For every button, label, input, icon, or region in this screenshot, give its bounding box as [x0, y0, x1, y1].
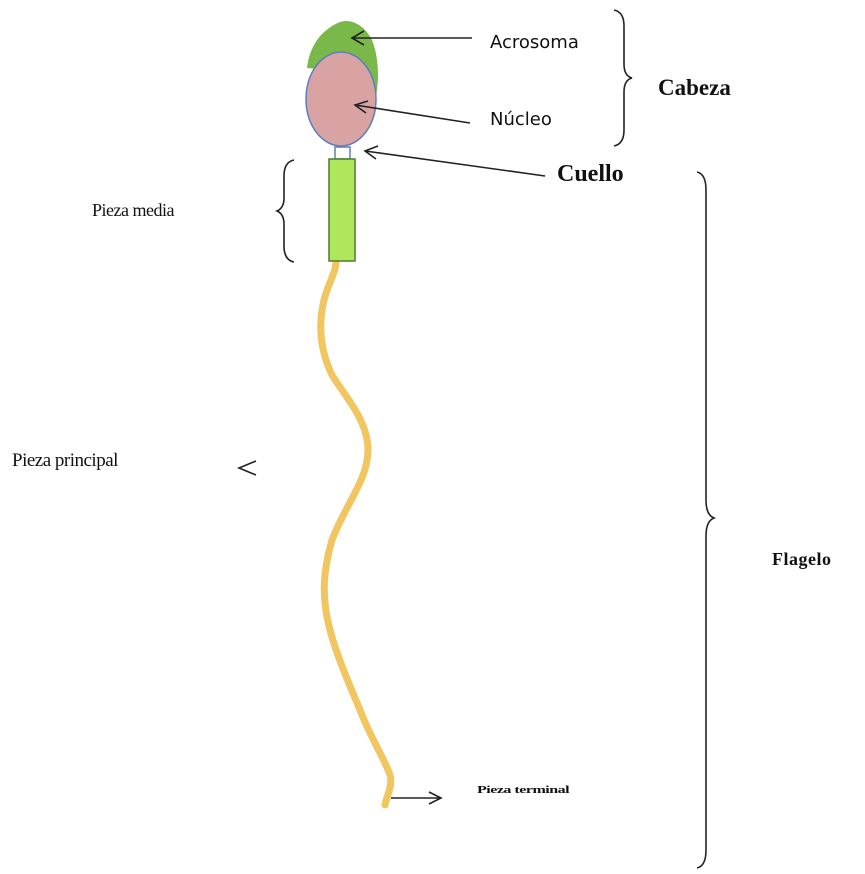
flagellum-tail — [321, 262, 391, 805]
pieza-principal-arrow — [239, 461, 256, 475]
cuello-label: Cuello — [557, 162, 624, 186]
midpiece — [329, 159, 355, 261]
flagelo-brace — [697, 172, 714, 868]
nucleus — [306, 52, 376, 146]
cabeza-brace — [614, 10, 632, 146]
pieza-media-label: Pieza media — [92, 201, 174, 219]
neck — [335, 147, 350, 159]
acrosoma-label: Acrosoma — [490, 34, 579, 52]
nucleo-label: Núcleo — [490, 111, 552, 129]
cuello-arrow — [365, 146, 545, 176]
pieza-terminal-arrow — [391, 792, 441, 804]
pieza-principal-label: Pieza principal — [12, 451, 118, 470]
pieza-media-brace — [277, 160, 294, 262]
cabeza-label: Cabeza — [658, 76, 731, 99]
flagelo-label: Flagelo — [772, 550, 832, 568]
pieza-terminal-label: Pieza terminal — [477, 785, 569, 795]
